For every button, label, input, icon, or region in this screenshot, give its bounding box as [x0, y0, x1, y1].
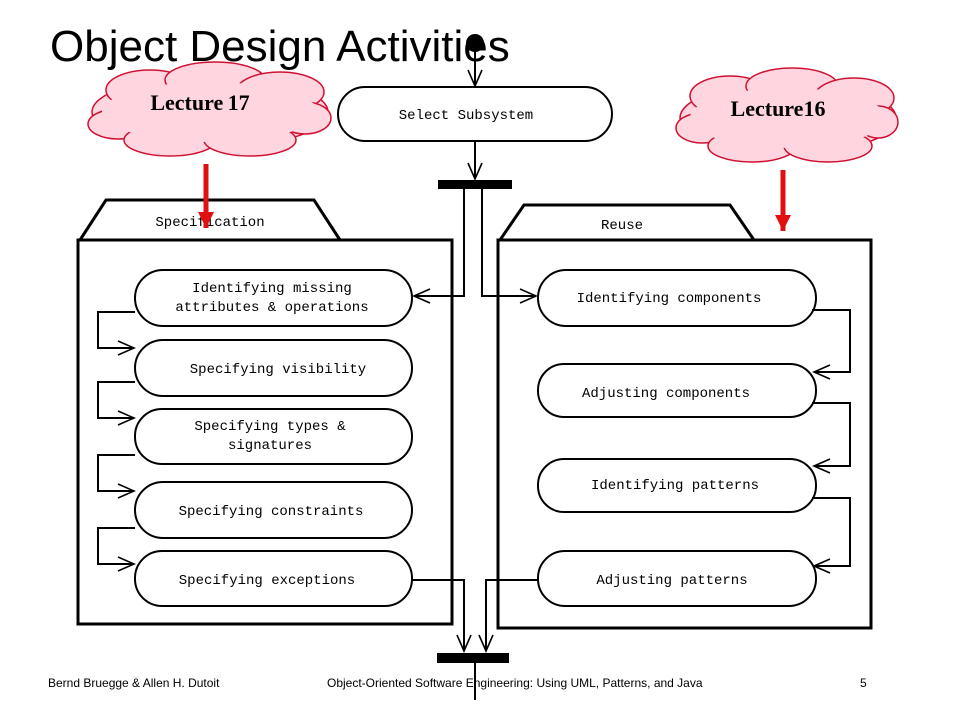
spec-activity-types-signatures: Specifying types & signatures	[134, 408, 413, 465]
spec-activity-constraints: Specifying constraints	[134, 481, 413, 539]
spec-activity-identifying-missing: Identifying missing attributes & operati…	[134, 269, 413, 327]
lecture-17-label: Lecture 17	[150, 90, 249, 115]
reuse-activity-adjusting-patterns: Adjusting patterns	[537, 550, 817, 607]
slide-title: Object Design Activities	[50, 22, 510, 71]
svg-text:Adjusting patterns: Adjusting patterns	[596, 573, 747, 589]
flow-reuse-2-to-3	[812, 402, 851, 474]
lecture-16-cloud: Lecture16	[675, 67, 899, 163]
reuse-activity-adjusting-components: Adjusting components	[537, 363, 817, 418]
flow-spec-3-to-4	[97, 454, 136, 499]
svg-text:Identifying missing: Identifying missing	[192, 281, 352, 297]
svg-text:attributes & operations: attributes & operations	[175, 300, 368, 316]
join-bar	[437, 653, 509, 663]
reuse-activity-identifying-patterns: Identifying patterns	[537, 458, 817, 513]
specification-package-label: Specification	[155, 215, 264, 231]
select-subsystem-activity: Select Subsystem	[337, 86, 613, 142]
reuse-package-label: Reuse	[601, 218, 643, 234]
flow-reuse-to-join	[478, 579, 538, 653]
flow-reuse-3-to-4	[812, 497, 851, 574]
spec-activity-exceptions: Specifying exceptions	[134, 550, 413, 607]
spec-activity-visibility: Specifying visibility	[134, 339, 413, 397]
flow-specification-to-join	[412, 579, 472, 653]
flow-spec-2-to-3	[97, 381, 136, 426]
svg-text:Specifying types &: Specifying types &	[194, 419, 346, 435]
footer-book: Object-Oriented Software Engineering: Us…	[327, 676, 703, 690]
svg-text:Specifying constraints: Specifying constraints	[179, 504, 364, 520]
fork-bar	[438, 180, 512, 189]
lecture-16-label: Lecture16	[731, 96, 826, 121]
footer-authors: Bernd Bruegge & Allen H. Dutoit	[48, 676, 220, 690]
flow-reuse-1-to-2	[812, 309, 851, 380]
reuse-activity-identifying-components: Identifying components	[537, 269, 817, 327]
flow-fork-to-reuse	[481, 189, 538, 304]
flow-fork-to-specification	[412, 189, 465, 304]
footer-page-number: 5	[860, 676, 867, 690]
flow-spec-1-to-2	[97, 311, 136, 356]
lecture-17-cloud: Lecture 17	[87, 61, 332, 157]
svg-text:Adjusting components: Adjusting components	[582, 386, 750, 402]
svg-text:Identifying components: Identifying components	[577, 291, 762, 307]
svg-text:signatures: signatures	[228, 438, 312, 454]
start-node	[466, 34, 484, 52]
svg-text:Identifying patterns: Identifying patterns	[591, 478, 759, 494]
svg-text:Specifying exceptions: Specifying exceptions	[179, 573, 355, 589]
flow-spec-4-to-5	[97, 527, 136, 572]
svg-text:Specifying visibility: Specifying visibility	[190, 362, 366, 378]
select-subsystem-label: Select Subsystem	[399, 108, 533, 124]
